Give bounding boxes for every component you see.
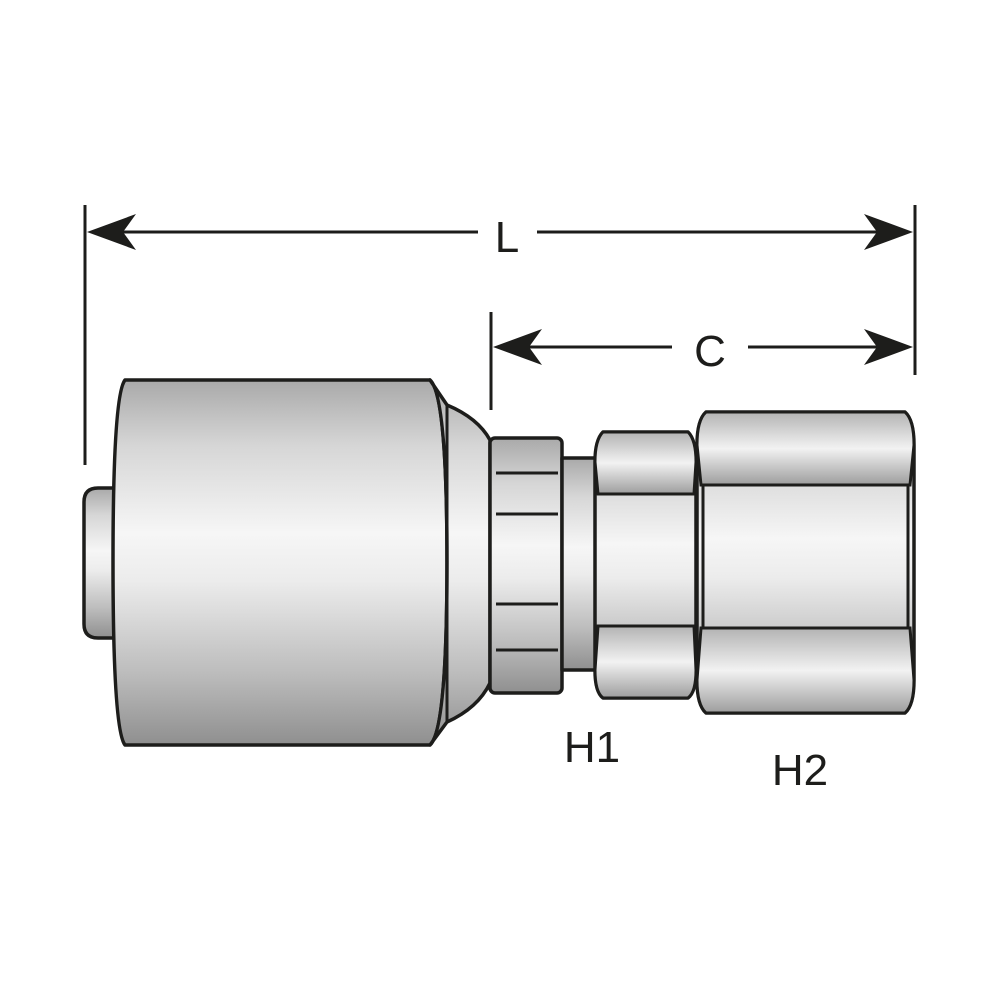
hex-h1-bottom-face <box>593 624 698 700</box>
hex-h1-top-face <box>593 430 698 496</box>
hex-h2-top-face <box>695 410 916 487</box>
arrowhead-l-left <box>87 214 136 250</box>
label-h1: H1 <box>564 723 620 772</box>
arrowhead-c-left <box>493 329 542 365</box>
hex-h2-nut <box>695 410 916 715</box>
stem-neck <box>560 456 598 672</box>
arrowhead-l-right <box>864 214 913 250</box>
stem-collar <box>488 436 564 695</box>
hex-h1 <box>593 430 698 700</box>
label-c: C <box>694 327 726 376</box>
arrowhead-c-right <box>864 329 913 365</box>
hose-insert-tail <box>82 486 120 640</box>
label-h2: H2 <box>772 746 828 795</box>
hex-h2-bottom-face <box>695 626 916 715</box>
dimension-c: C <box>489 312 913 410</box>
ferrule-body <box>111 378 449 747</box>
label-l: L <box>495 213 519 262</box>
dimension-l: L <box>83 205 917 465</box>
ferrule-nose <box>428 378 492 747</box>
